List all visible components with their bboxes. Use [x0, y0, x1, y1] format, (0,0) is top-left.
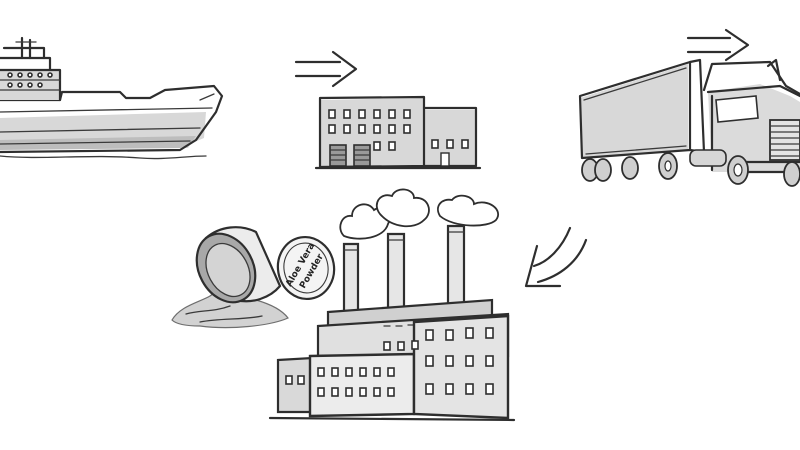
powder-jar-icon: Aloe Vera Powder — [172, 224, 339, 328]
arrow-right-icon — [688, 30, 748, 60]
curved-arrow-down-left-icon — [526, 228, 586, 286]
semi-truck-icon — [580, 60, 800, 186]
warehouse-icon — [316, 97, 480, 168]
cargo-ship-icon — [0, 38, 222, 159]
arrow-right-icon — [296, 52, 356, 86]
factory-icon — [270, 189, 514, 420]
